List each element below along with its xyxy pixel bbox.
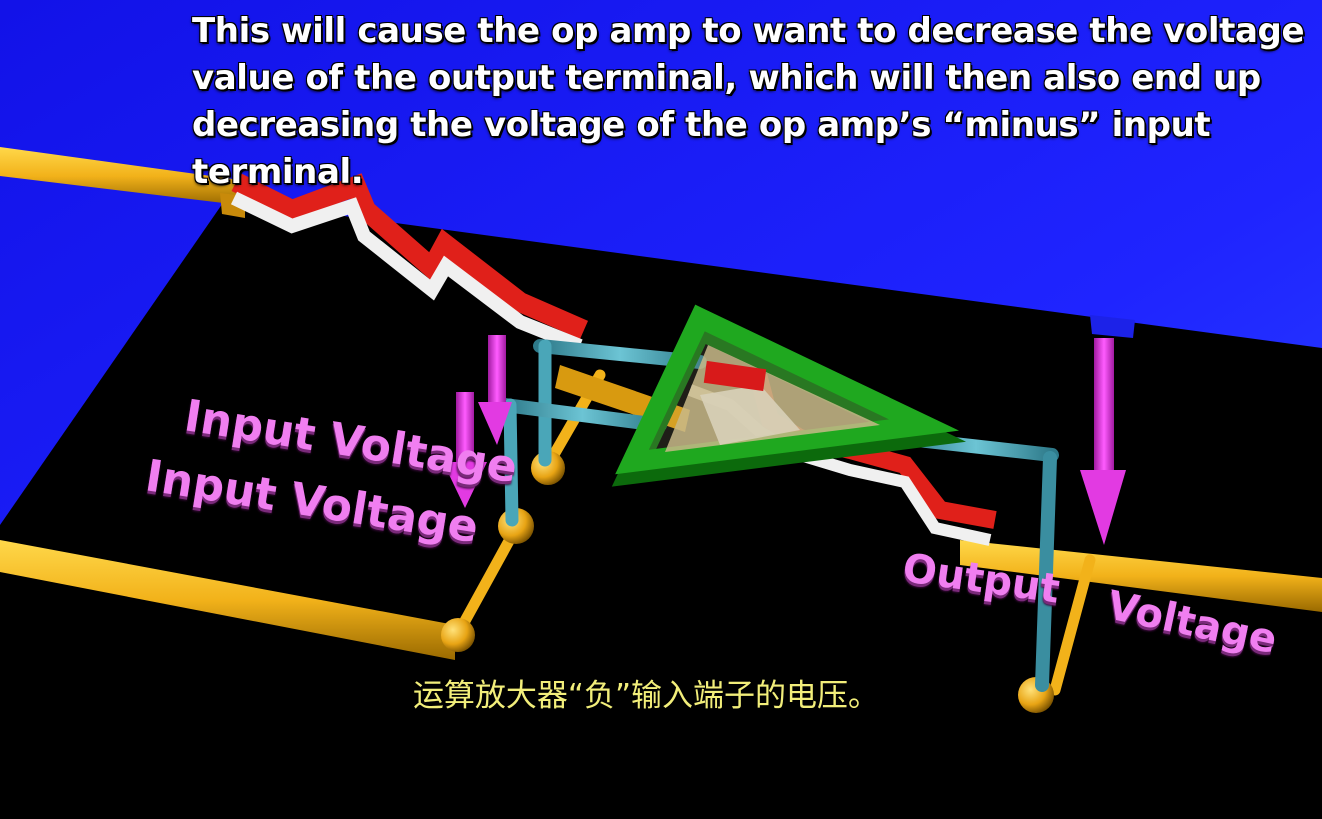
caption-line: decreasing the voltage of the op amp’s “… bbox=[192, 105, 1211, 192]
wire-joints bbox=[441, 451, 1054, 713]
caption-top: This will cause the op amp to want to de… bbox=[192, 8, 1317, 196]
caption-line: This will cause the op amp to want to de… bbox=[192, 11, 1305, 51]
op-amp-triangle bbox=[611, 304, 967, 487]
input-resistor bbox=[230, 173, 589, 353]
arrow-down-icon bbox=[443, 392, 487, 508]
arrow-down-icon bbox=[478, 335, 512, 445]
arrow-down-icon bbox=[1080, 338, 1126, 545]
circuit-board bbox=[0, 200, 1322, 819]
caption-line: value of the output terminal, which will… bbox=[192, 58, 1261, 98]
board-notch bbox=[1090, 315, 1135, 338]
subtitle: 运算放大器“负”输入端子的电压。 bbox=[412, 678, 880, 714]
input-wire-bottom bbox=[0, 524, 521, 660]
